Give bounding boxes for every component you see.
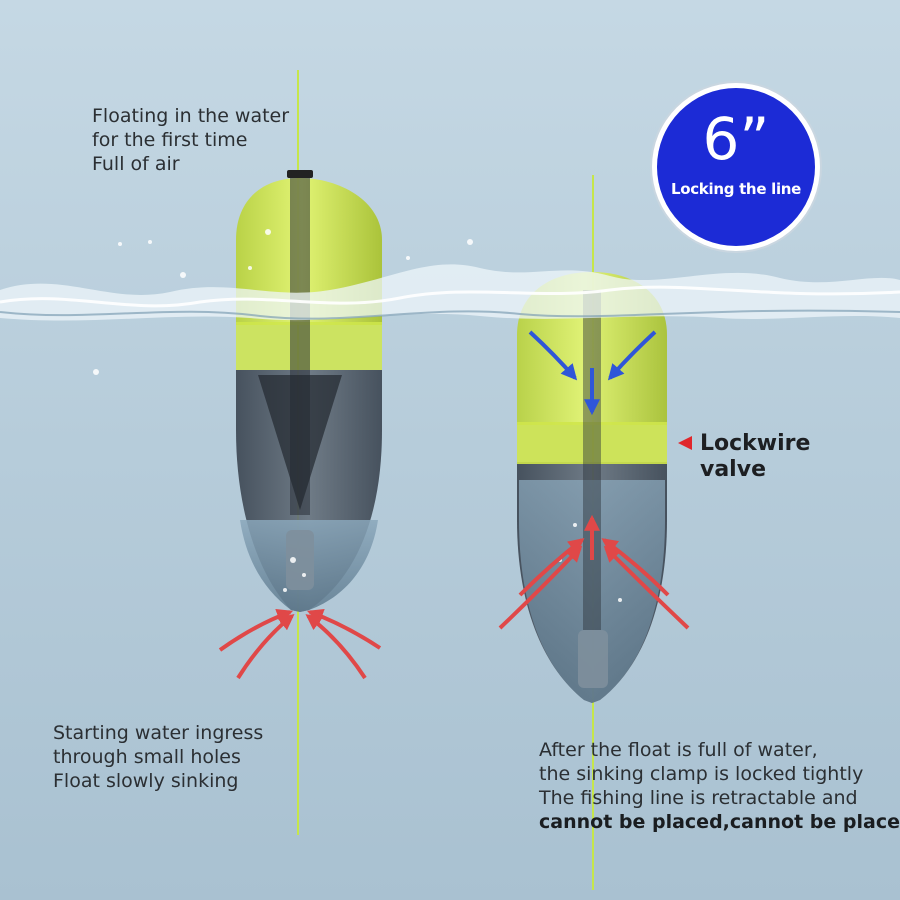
note-line: Starting water ingress: [53, 722, 264, 744]
note-line: After the float is full of water,: [539, 739, 818, 761]
note-line: through small holes: [53, 746, 241, 768]
air-bubbles: [93, 229, 622, 602]
water-entry-arrows: [528, 330, 657, 416]
float-right-water-fill: [519, 480, 665, 703]
note-line-bold: cannot be placed,cannot be placed: [539, 811, 900, 833]
lockwire-valve-label: Lockwire valve: [700, 431, 810, 483]
label-line: valve: [700, 457, 766, 482]
float-right-stem: [583, 290, 601, 630]
note-line: for the first time: [92, 129, 248, 151]
float-right: [517, 272, 667, 703]
note-full-of-water: After the float is full of water, the si…: [539, 738, 900, 834]
float-left-weight: [286, 530, 314, 590]
float-left-top-pin: [287, 170, 313, 178]
note-water-ingress: Starting water ingress through small hol…: [53, 721, 263, 793]
water-pressure-arrows-right: [498, 514, 690, 630]
note-line: The fishing line is retractable and: [539, 787, 858, 809]
water-surface: [0, 264, 900, 321]
float-right-weight: [578, 630, 608, 688]
float-left: [236, 170, 382, 612]
badge-caption: Locking the line: [670, 180, 802, 198]
label-line: Lockwire: [700, 431, 811, 456]
note-line: the sinking clamp is locked tightly: [539, 763, 864, 785]
locking-badge: 6” Locking the line: [657, 88, 815, 246]
note-line: Full of air: [92, 153, 180, 175]
badge-number: 6”: [702, 105, 770, 173]
note-floating-first-time: Floating in the water for the first time…: [92, 104, 289, 176]
note-line: Floating in the water: [92, 105, 290, 127]
float-left-clamp: [258, 375, 342, 510]
note-line: Float slowly sinking: [53, 770, 239, 792]
float-right-collar: [517, 422, 667, 464]
water-ingress-arrows-left: [218, 608, 382, 680]
lockwire-pointer-icon: [678, 436, 692, 450]
